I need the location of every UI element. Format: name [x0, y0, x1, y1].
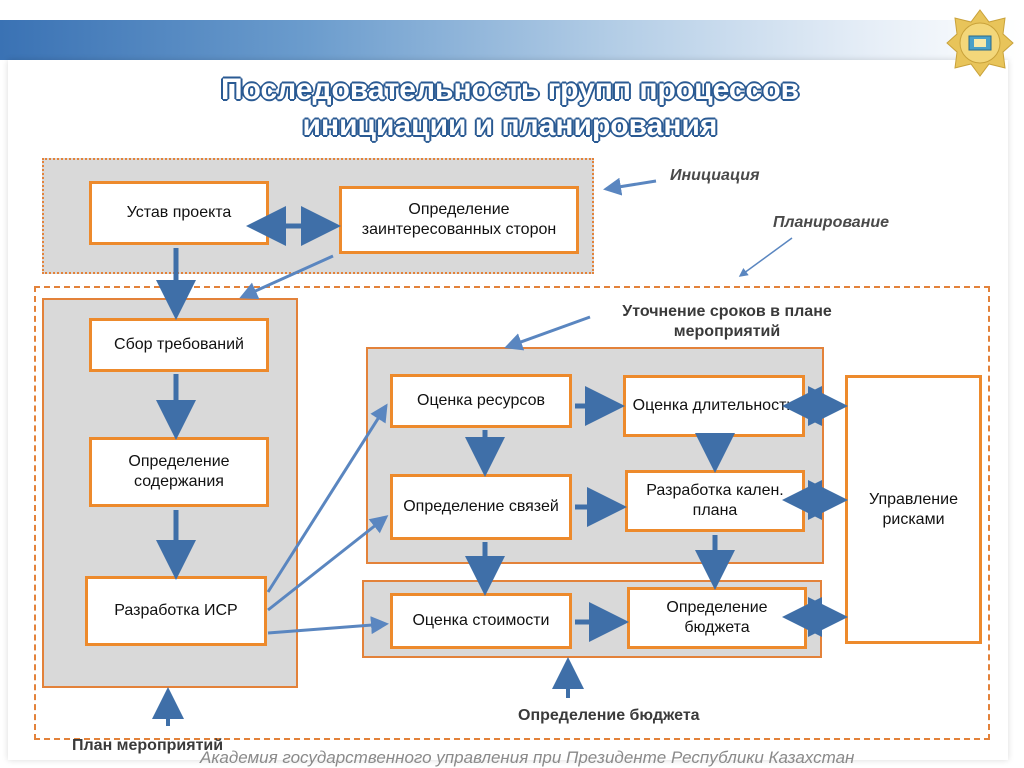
duration-text: Оценка длительности — [632, 397, 796, 414]
header-bar — [0, 20, 1024, 60]
risk-management-box: Управление рисками — [845, 375, 982, 644]
project-charter-text: Устав проекта — [126, 204, 232, 221]
schedule-refine-label: Уточнение сроков в плане мероприятий — [592, 302, 862, 342]
stakeholders-box: Определение заинтересованных сторон — [339, 186, 579, 254]
title-line-1: Последовательность групп процессов — [220, 73, 800, 106]
academy-logo-icon — [946, 9, 1014, 77]
project-charter-box: Устав проекта — [89, 181, 269, 245]
schedule-text: Разработка кален. плана — [646, 482, 784, 519]
duration-box: Оценка длительности — [623, 375, 805, 437]
slide-title: Последовательность групп процессов иници… — [100, 72, 920, 144]
sequence-text: Определение связей — [403, 498, 559, 515]
budget-definition-label: Определение бюджета — [518, 707, 700, 724]
budget-text: Определение бюджета — [666, 599, 768, 636]
sequence-box: Определение связей — [390, 474, 572, 540]
wbs-text: Разработка ИСР — [114, 602, 238, 619]
risk-management-text: Управление рисками — [869, 490, 958, 528]
schedule-refine-line-1: Уточнение сроков в плане — [622, 303, 832, 320]
schedule-box: Разработка кален. плана — [625, 470, 805, 532]
title-line-2: инициации и планирования — [302, 109, 718, 142]
requirements-box: Сбор требований — [89, 318, 269, 372]
resources-text: Оценка ресурсов — [417, 392, 545, 409]
planning-label: Планирование — [773, 214, 890, 231]
stakeholders-text: Определение заинтересованных сторон — [361, 201, 557, 238]
cost-text: Оценка стоимости — [412, 612, 550, 629]
budget-box: Определение бюджета — [627, 587, 807, 649]
planning-area — [34, 286, 990, 740]
initiation-label: Инициация — [670, 167, 760, 184]
resources-box: Оценка ресурсов — [390, 374, 572, 428]
footer-text: Академия государственного управления при… — [200, 748, 855, 767]
requirements-text: Сбор требований — [114, 336, 244, 353]
cost-box: Оценка стоимости — [390, 593, 572, 649]
wbs-box: Разработка ИСР — [85, 576, 267, 646]
action-plan-label: План мероприятий — [72, 737, 224, 754]
scope-text: Определение содержания — [128, 453, 230, 490]
schedule-refine-line-2: мероприятий — [673, 323, 781, 340]
scope-box: Определение содержания — [89, 437, 269, 507]
